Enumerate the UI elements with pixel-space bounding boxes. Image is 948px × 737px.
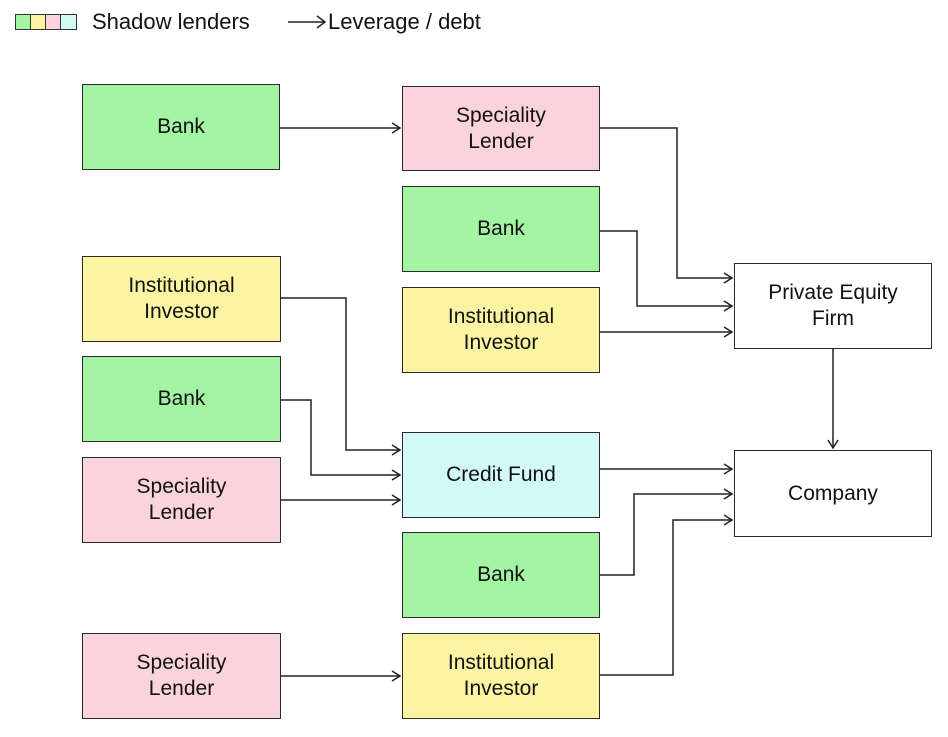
legend-shadow-label: Shadow lenders [92,9,250,34]
edge-institutional-investor-to-credit-fund [281,297,402,456]
legend-arrow-label: Leverage / debt [328,9,481,34]
institutional-investor-node-3: Institutional Investor [402,633,600,719]
institutional-investor-node-2: Institutional Investor [82,256,281,342]
edge-bank-to-private-equity [600,230,734,312]
bank-node-3: Bank [82,356,281,442]
bank-swatch [16,15,31,29]
bank-node-2: Bank [402,186,600,272]
edge-bank-to-company [600,488,734,576]
speciality-lender-node-3: Speciality Lender [82,633,281,719]
legend-arrow-icon [288,15,327,29]
shadow-lenders-swatches [15,14,77,30]
institutional-investor-node-1: Institutional Investor [402,287,600,373]
private-equity-firm-node: Private Equity Firm [734,263,932,349]
edge-bank-to-credit-fund [281,399,402,481]
credit-fund-swatch [61,15,76,29]
bank-node-1: Bank [82,84,280,170]
speciality-lender-node-2: Speciality Lender [82,457,281,543]
speciality-lender-swatch [46,15,61,29]
edge-speciality-lender-to-private-equity [600,127,734,284]
legend: Shadow lenders Leverage / debt [0,0,948,44]
speciality-lender-node-1: Speciality Lender [402,86,600,171]
credit-fund-node: Credit Fund [402,432,600,518]
institutional-investor-swatch [31,15,46,29]
edge-institutional-investor-to-company [600,514,734,676]
bank-node-4: Bank [402,532,600,618]
company-node: Company [734,450,932,537]
